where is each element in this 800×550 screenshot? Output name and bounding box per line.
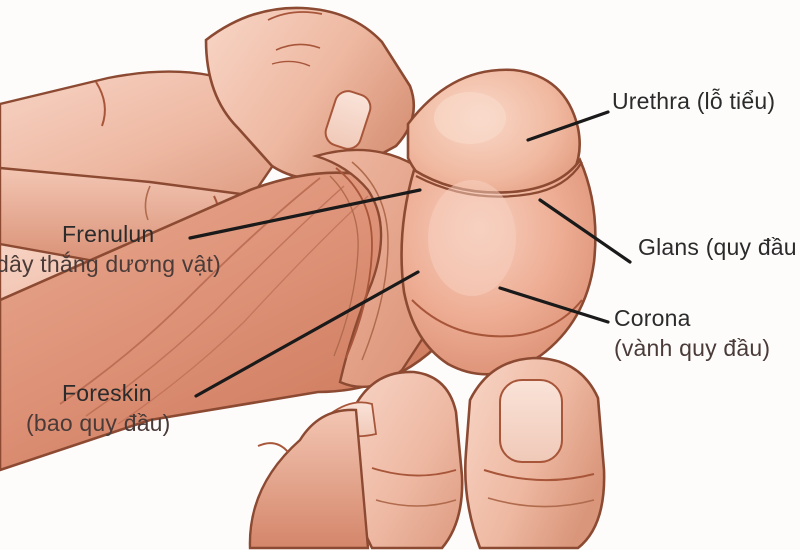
label-foreskin-name: Foreskin: [62, 380, 152, 406]
label-frenulum: Frenulun dây thắng dương vật): [0, 219, 221, 279]
leader-glans: [538, 198, 632, 264]
leader-foreskin: [194, 270, 420, 398]
label-foreskin-translation: (bao quy đầu): [26, 410, 171, 436]
label-frenulum-translation: dây thắng dương vật): [0, 251, 222, 277]
label-glans-translation: (quy đầu: [705, 234, 797, 260]
label-glans-name: Glans: [638, 234, 700, 260]
leader-urethra: [526, 110, 610, 142]
thumbnail-icon: [324, 90, 372, 150]
label-foreskin: Foreskin (bao quy đầu): [26, 378, 171, 438]
label-urethra-translation: (lỗ tiểu): [696, 88, 776, 114]
label-frenulum-name: Frenulun: [62, 221, 155, 247]
label-corona-translation: (vành quy đầu): [614, 335, 771, 361]
lower-hand: [248, 356, 606, 550]
label-glans: Glans (quy đầu: [638, 232, 797, 262]
label-corona-name: Corona: [614, 305, 691, 331]
label-urethra-name: Urethra: [612, 88, 691, 114]
label-urethra: Urethra (lỗ tiểu): [612, 86, 775, 116]
label-corona: Corona (vành quy đầu): [614, 303, 770, 363]
leader-frenulum: [188, 188, 422, 240]
leader-lines: [188, 110, 632, 398]
glans: [400, 68, 597, 376]
leader-corona: [498, 286, 610, 324]
lower-thumbnail-icon: [499, 379, 563, 463]
